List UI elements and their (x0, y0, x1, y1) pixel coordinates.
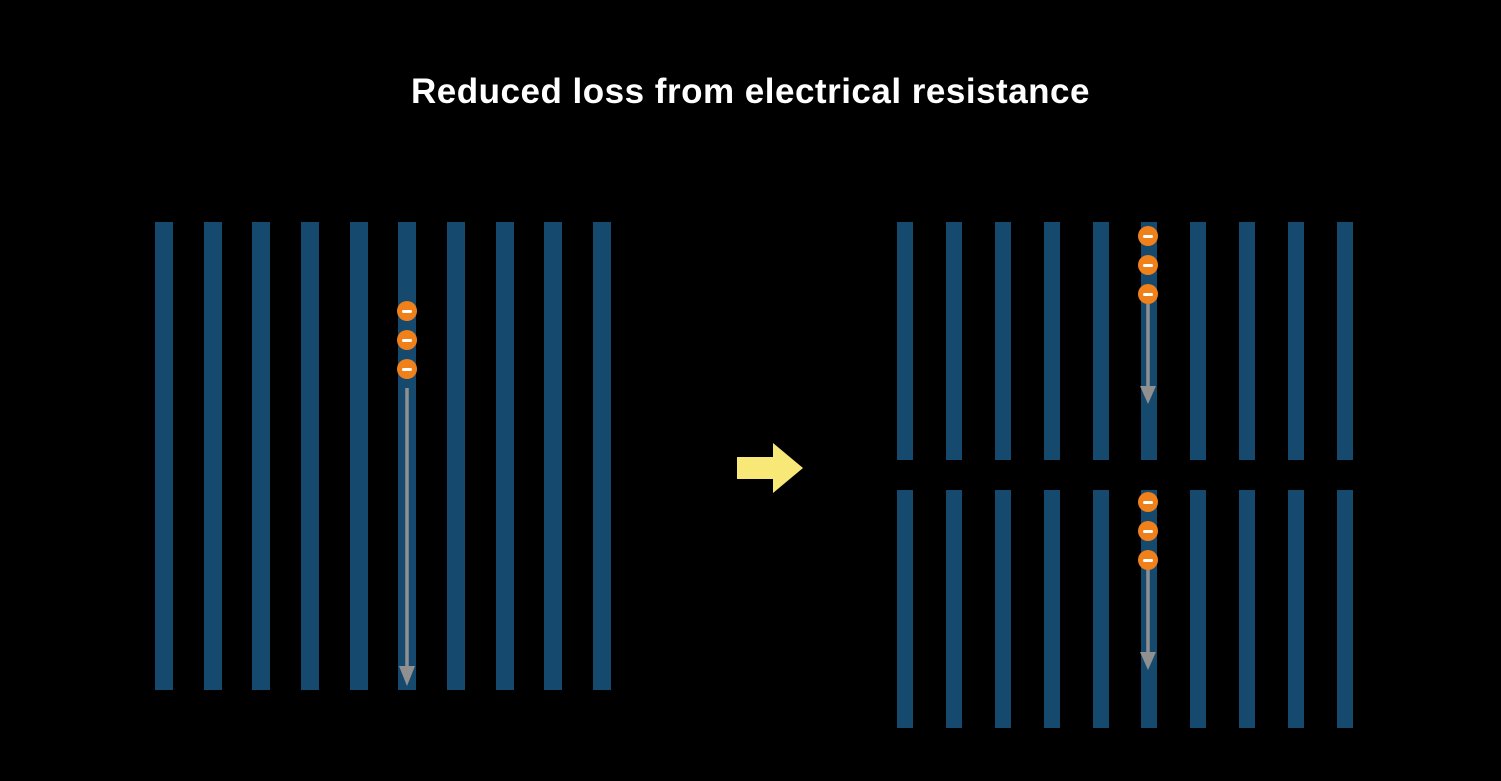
conductor-bar (544, 222, 563, 690)
minus-icon (1143, 558, 1153, 562)
conductor-bar (349, 222, 368, 690)
half-cell-top-bars (897, 222, 1353, 460)
conductor-bar (1288, 490, 1304, 728)
electron-icon (1138, 255, 1158, 275)
electron-icon (397, 330, 417, 350)
conductor-bar (1043, 490, 1060, 728)
minus-icon (402, 309, 412, 313)
full-cell-electrons (397, 301, 417, 379)
conductor-bar (945, 222, 962, 460)
conductor-bar (897, 490, 913, 728)
minus-icon (402, 367, 412, 371)
electron-icon (1138, 521, 1158, 541)
electron-icon (1138, 550, 1158, 570)
conductor-bar (1190, 490, 1207, 728)
half-cell-bottom-bars (897, 490, 1353, 728)
conductor-bar (300, 222, 319, 690)
conductor-bar (1043, 222, 1060, 460)
full-cell-bars (155, 222, 611, 690)
electron-icon (397, 359, 417, 379)
half-cell-bottom-electrons (1138, 492, 1158, 570)
conductor-bar (1239, 222, 1256, 460)
electron-icon (1138, 284, 1158, 304)
minus-icon (1143, 263, 1153, 267)
current-flow-arrow-icon (1140, 304, 1156, 404)
conductor-bar (1092, 490, 1109, 728)
electron-icon (1138, 226, 1158, 246)
current-flow-arrow-icon (1140, 570, 1156, 670)
conductor-bar (994, 222, 1011, 460)
transition-arrow-icon (737, 443, 803, 493)
conductor-bar (446, 222, 465, 690)
conductor-bar (1092, 222, 1109, 460)
minus-icon (1143, 529, 1153, 533)
conductor-bar (1288, 222, 1304, 460)
current-flow-arrow-icon (399, 388, 415, 686)
conductor-bar (252, 222, 271, 690)
electron-icon (1138, 492, 1158, 512)
conductor-bar (495, 222, 514, 690)
conductor-bar (1336, 222, 1353, 460)
conductor-bar (592, 222, 611, 690)
conductor-bar (945, 490, 962, 728)
conductor-bar (203, 222, 222, 690)
electron-icon (397, 301, 417, 321)
minus-icon (1143, 500, 1153, 504)
conductor-bar (1336, 490, 1353, 728)
half-cell-top-electrons (1138, 226, 1158, 304)
page-title: Reduced loss from electrical resistance (411, 72, 1090, 111)
minus-icon (402, 338, 412, 342)
minus-icon (1143, 234, 1153, 238)
conductor-bar (1190, 222, 1207, 460)
conductor-bar (155, 222, 173, 690)
minus-icon (1143, 292, 1153, 296)
conductor-bar (1239, 490, 1256, 728)
conductor-bar (994, 490, 1011, 728)
conductor-bar (897, 222, 913, 460)
